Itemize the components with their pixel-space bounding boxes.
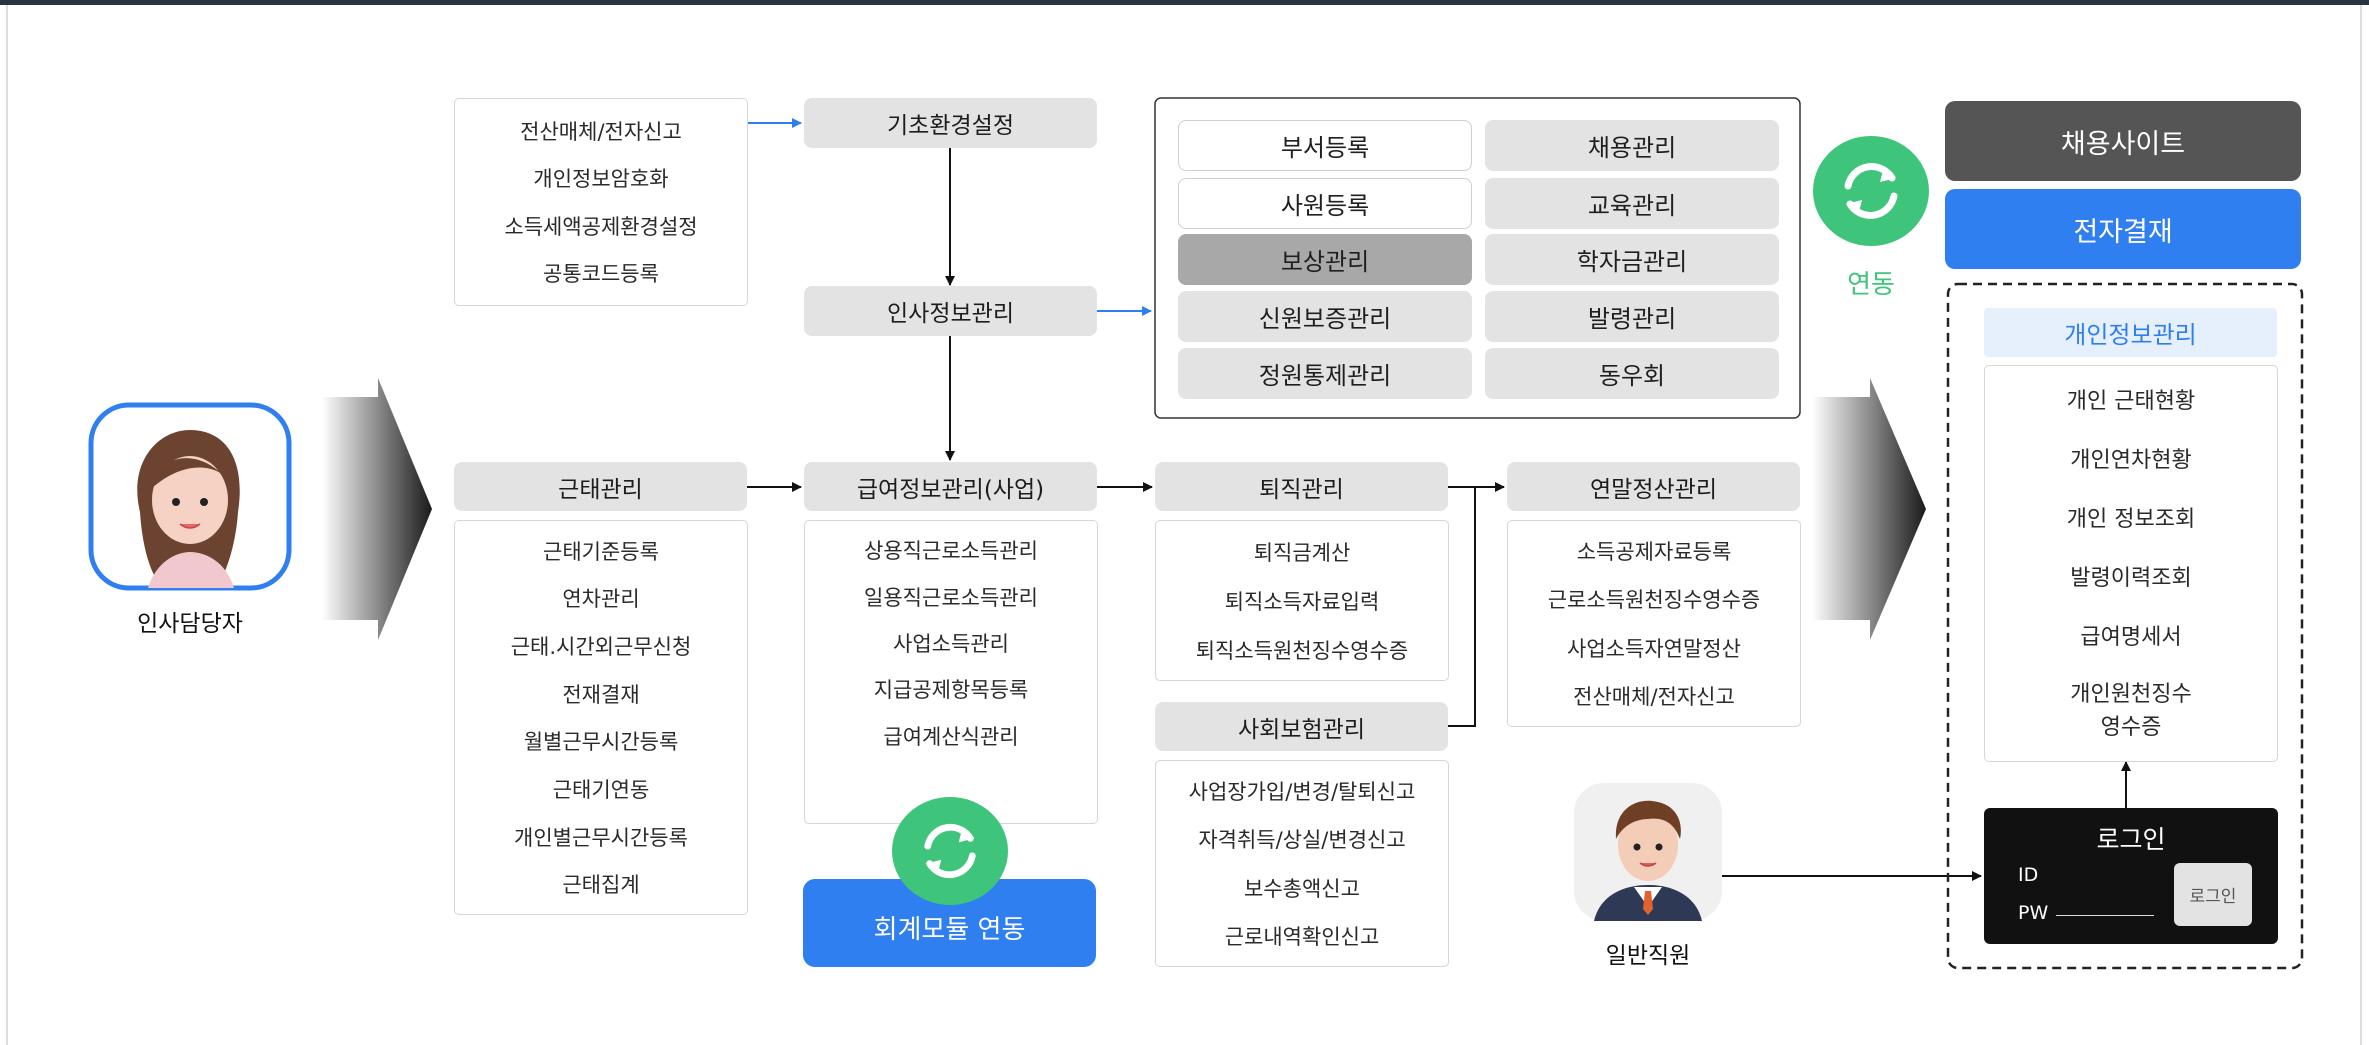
module-headcount[interactable]: 정원통제관리 xyxy=(1178,348,1472,399)
hr-info-box[interactable]: 인사정보관리 xyxy=(804,286,1097,336)
list-item[interactable]: 근태집계 xyxy=(562,873,640,898)
password-field[interactable] xyxy=(2056,915,2154,916)
employee-label: 일반직원 xyxy=(1605,943,1691,969)
module-dept-register[interactable]: 부서등록 xyxy=(1178,120,1472,171)
e-approval-button[interactable]: 전자결재 xyxy=(1945,189,2301,269)
list-item[interactable]: 전산매체/전자신고 xyxy=(1573,684,1735,709)
list-item[interactable]: 개인정보암호화 xyxy=(533,167,669,192)
list-item[interactable]: 상용직근로소득관리 xyxy=(864,539,1038,564)
hr-manager-avatar xyxy=(88,402,292,591)
attendance-list: 근태기준등록 연차관리 근태.시간외근무신청 전재결재 월별근무시간등록 근태기… xyxy=(454,520,748,915)
list-item[interactable]: 발령이력조회 xyxy=(2070,565,2192,591)
list-item[interactable]: 급여계산식관리 xyxy=(883,724,1019,749)
module-guarantee[interactable]: 신원보증관리 xyxy=(1178,291,1472,342)
list-item[interactable]: 퇴직소득원천징수영수증 xyxy=(1195,638,1409,663)
link-label: 연동 xyxy=(1847,270,1895,300)
list-item[interactable]: 근태기준등록 xyxy=(543,539,659,564)
year-end-list: 소득공제자료등록 근로소득원천징수영수증 사업소득자연말정산 전산매체/전자신고 xyxy=(1507,520,1801,727)
login-panel: 로그인 ID PW 로그인 xyxy=(1984,808,2278,944)
module-appointment[interactable]: 발령관리 xyxy=(1485,291,1779,342)
list-item[interactable]: 사업소득자연말정산 xyxy=(1567,636,1741,661)
module-tuition[interactable]: 학자금관리 xyxy=(1485,234,1779,285)
list-item[interactable]: 자격취득/상실/변경신고 xyxy=(1198,828,1406,853)
list-item[interactable]: 소득공제자료등록 xyxy=(1576,540,1732,565)
list-item[interactable]: 개인 근태현황 xyxy=(2066,389,2196,415)
env-settings-list: 전산매체/전자신고 개인정보암호화 소득세액공제환경설정 공통코드등록 xyxy=(454,98,748,306)
login-title: 로그인 xyxy=(2096,825,2166,854)
payroll-title[interactable]: 급여정보관리(사업) xyxy=(804,462,1097,511)
year-end-title[interactable]: 연말정산관리 xyxy=(1507,462,1800,511)
woman-avatar-icon xyxy=(88,402,292,591)
list-item[interactable]: 사업소득관리 xyxy=(893,631,1009,656)
top-bar xyxy=(0,0,2369,5)
list-item[interactable]: 근태.시간외근무신청 xyxy=(510,635,692,660)
flow-arrow-right xyxy=(1812,378,1926,640)
refresh-icon xyxy=(924,823,976,879)
personal-panel-border xyxy=(1946,282,2304,970)
list-item[interactable]: 개인별근무시간등록 xyxy=(514,825,688,850)
list-item[interactable]: 보수총액신고 xyxy=(1244,876,1360,901)
list-item[interactable]: 개인 정보조회 xyxy=(2066,507,2196,533)
list-item[interactable]: 급여명세서 xyxy=(2080,624,2182,650)
module-compensation[interactable]: 보상관리 xyxy=(1178,234,1472,285)
personal-info-list: 개인 근태현황 개인연차현황 개인 정보조회 발령이력조회 급여명세서 개인원천… xyxy=(1984,365,2278,762)
module-employee-register[interactable]: 사원등록 xyxy=(1178,178,1472,229)
accounting-button[interactable]: 회계모듈 연동 xyxy=(803,879,1096,967)
sync-icon-link xyxy=(1813,136,1929,246)
employee-avatar xyxy=(1574,783,1722,921)
list-item[interactable]: 전재결재 xyxy=(562,682,640,707)
list-item[interactable]: 소득세액공제환경설정 xyxy=(504,214,698,239)
list-item[interactable]: 사업장가입/변경/탈퇴신고 xyxy=(1188,780,1416,805)
id-label: ID xyxy=(2018,864,2039,886)
list-item[interactable]: 일용직근로소득관리 xyxy=(864,585,1038,610)
list-item[interactable]: 공통코드등록 xyxy=(543,262,659,287)
payroll-list: 상용직근로소득관리 일용직근로소득관리 사업소득관리 지급공제항목등록 급여계산… xyxy=(804,520,1098,824)
list-item[interactable]: 월별근무시간등록 xyxy=(523,730,679,755)
list-item[interactable]: 전산매체/전자신고 xyxy=(520,119,682,144)
module-club[interactable]: 동우회 xyxy=(1485,348,1779,399)
list-item[interactable]: 퇴직소득자료입력 xyxy=(1224,589,1380,614)
module-education[interactable]: 교육관리 xyxy=(1485,178,1779,229)
flow-arrow-left xyxy=(322,378,432,640)
insurance-title[interactable]: 사회보험관리 xyxy=(1155,702,1448,751)
sync-icon-accounting xyxy=(892,797,1008,905)
list-item[interactable]: 근태기연동 xyxy=(552,777,650,802)
list-item[interactable]: 개인연차현황 xyxy=(2070,448,2192,474)
pw-label: PW xyxy=(2018,902,2049,924)
list-item[interactable]: 지급공제항목등록 xyxy=(873,678,1029,703)
list-item[interactable]: 연차관리 xyxy=(562,587,640,612)
list-item[interactable]: 근로소득원천징수영수증 xyxy=(1547,588,1761,613)
list-item[interactable]: 퇴직금계산 xyxy=(1253,540,1351,565)
attendance-title[interactable]: 근태관리 xyxy=(454,462,747,511)
basic-env-box[interactable]: 기초환경설정 xyxy=(804,98,1097,148)
module-recruitment[interactable]: 채용관리 xyxy=(1485,120,1779,171)
retirement-list: 퇴직금계산 퇴직소득자료입력 퇴직소득원천징수영수증 xyxy=(1155,520,1449,681)
hr-manager-label: 인사담당자 xyxy=(137,611,243,637)
frame-border xyxy=(6,5,2362,1045)
refresh-icon xyxy=(1844,163,1898,219)
retirement-title[interactable]: 퇴직관리 xyxy=(1155,462,1448,511)
recruit-site-button[interactable]: 채용사이트 xyxy=(1945,101,2301,181)
personal-info-title[interactable]: 개인정보관리 xyxy=(1984,308,2277,357)
insurance-list: 사업장가입/변경/탈퇴신고 자격취득/상실/변경신고 보수총액신고 근로내역확인… xyxy=(1155,760,1449,967)
list-item[interactable]: 근로내역확인신고 xyxy=(1224,924,1380,949)
list-item[interactable]: 개인원천징수 영수증 xyxy=(2070,681,2192,740)
hr-modules-border xyxy=(1154,97,1801,419)
login-button[interactable]: 로그인 xyxy=(2174,863,2252,926)
man-avatar-icon xyxy=(1574,783,1722,921)
